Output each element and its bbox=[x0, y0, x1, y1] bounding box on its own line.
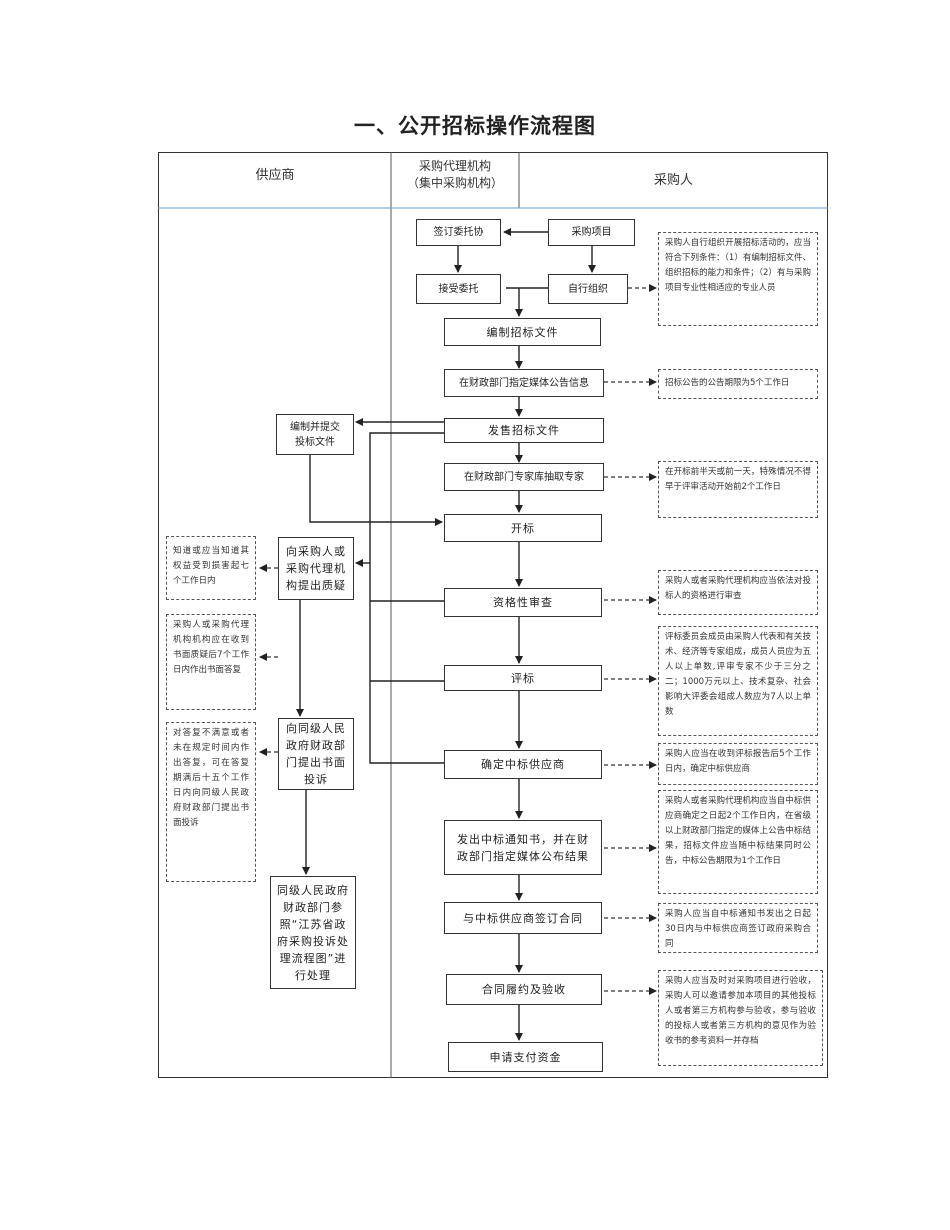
note-self-org-conditions: 采购人自行组织开展招标活动的，应当符合下列条件：（1）有编制招标文件、组织招标的… bbox=[658, 232, 818, 326]
note-query-deadline: 知道或应当知道其权益受到损害起七个工作日内 bbox=[166, 536, 256, 600]
flowchart-frame bbox=[158, 152, 828, 1078]
column-header-purchaser: 采购人 bbox=[653, 173, 693, 188]
column-header-supplier: 供应商 bbox=[255, 168, 295, 183]
evaluate-box: 评标 bbox=[444, 665, 602, 691]
perform-accept-box: 合同履约及验收 bbox=[446, 974, 602, 1005]
note-committee: 评标委员会成员由采购人代表和有关技术、经济等专家组成，成员人员应为五人以上单数,… bbox=[658, 626, 818, 736]
draw-experts-box: 在财政部门专家库抽取专家 bbox=[444, 463, 604, 491]
note-acceptance: 采购人应当及时对采购项目进行验收，采购人可以邀请参加本项目的其他投标人或者第三方… bbox=[658, 970, 823, 1066]
qualification-box: 资格性审查 bbox=[444, 588, 602, 617]
open-bid-box: 开标 bbox=[444, 514, 602, 542]
note-expert-timing: 在开标前半天或前一天，特殊情况不得早于评审活动开始前2个工作日 bbox=[658, 461, 818, 518]
self-organize-box: 自行组织 bbox=[548, 274, 628, 304]
note-complaint-deadline: 对答复不满意或者未在规定时间内作出答复，可在答复期满后十五个工作日内向同级人民政… bbox=[166, 722, 256, 882]
note-contract: 采购人应当自中标通知书发出之日起30日内与中标供应商签订政府采购合同 bbox=[658, 903, 818, 953]
accept-entrust-box: 接受委托 bbox=[416, 274, 501, 304]
confirm-winner-box: 确定中标供应商 bbox=[444, 750, 602, 779]
finance-process-box: 同级人民政府财政部门参照“江苏省政府采购投诉处理流程图”进行处理 bbox=[270, 876, 356, 989]
apply-payment-box: 申请支付资金 bbox=[448, 1042, 603, 1072]
note-qualification: 采购人或者采购代理机构应当依法对投标人的资格进行审查 bbox=[658, 570, 818, 615]
prepare-submit-bid-box: 编制并提交投标文件 bbox=[276, 414, 354, 455]
prepare-docs-box: 编制招标文件 bbox=[444, 318, 601, 346]
notify-winner-box: 发出中标通知书，并在财政部门指定媒体公布结果 bbox=[444, 820, 602, 875]
note-reply-deadline: 采购人或采购代理机构机构应在收到书面质疑后7个工作日内作出书面答复 bbox=[166, 614, 256, 710]
sign-entrust-box: 签订委托协 bbox=[416, 219, 501, 246]
note-notify-winner: 采购人或者采购代理机构应当自中标供应商确定之日起2个工作日内，在省级以上财政部门… bbox=[658, 790, 818, 894]
column-header-agency-line1: 采购代理机构 bbox=[418, 159, 491, 173]
raise-query-box: 向采购人或采购代理机构提出质疑 bbox=[278, 537, 354, 600]
page-title: 一、公开招标操作流程图 bbox=[354, 114, 596, 138]
note-confirm-winner: 采购人应当在收到评标报告后5个工作日内，确定中标供应商 bbox=[658, 743, 818, 785]
column-header-agency: 采购代理机构 （集中采购机构） bbox=[391, 158, 519, 192]
sell-docs-box: 发售招标文件 bbox=[444, 418, 604, 443]
file-complaint-box: 向同级人民政府财政部门提出书面投诉 bbox=[278, 718, 354, 790]
publish-notice-box: 在财政部门指定媒体公告信息 bbox=[444, 369, 604, 397]
column-header-agency-line2: （集中采购机构） bbox=[406, 176, 503, 190]
sign-contract-box: 与中标供应商签订合同 bbox=[444, 902, 602, 934]
purchase-project-box: 采购项目 bbox=[548, 219, 635, 246]
note-notice-period: 招标公告的公告期限为5个工作日 bbox=[658, 369, 818, 399]
